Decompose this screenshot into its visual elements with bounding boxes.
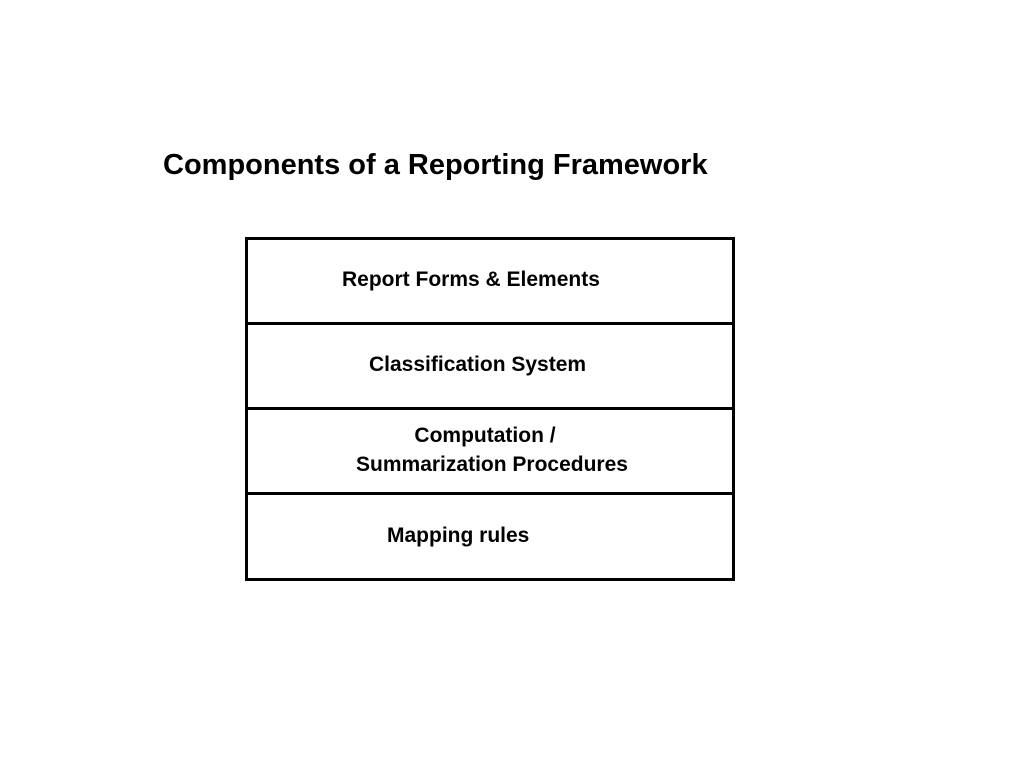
layer-classification-system: Classification System <box>248 325 732 410</box>
layer-label-mapping-rules: Mapping rules <box>387 524 530 547</box>
layer-label-line-1: Computation / <box>414 424 556 447</box>
layer-label-line-2: Summarization Procedures <box>356 453 628 477</box>
framework-stack: Report Forms & Elements Classification S… <box>245 237 735 581</box>
layer-mapping-rules: Mapping rules <box>248 495 732 580</box>
layer-computation-procedures: Computation / Summarization Procedures <box>248 410 732 495</box>
layer-label-computation-procedures: Computation / Summarization Procedures <box>324 421 660 480</box>
layer-label-report-forms: Report Forms & Elements <box>342 268 600 291</box>
layer-label-classification-system: Classification System <box>369 353 587 376</box>
layer-report-forms: Report Forms & Elements <box>248 240 732 325</box>
diagram-title: Components of a Reporting Framework <box>163 149 708 181</box>
